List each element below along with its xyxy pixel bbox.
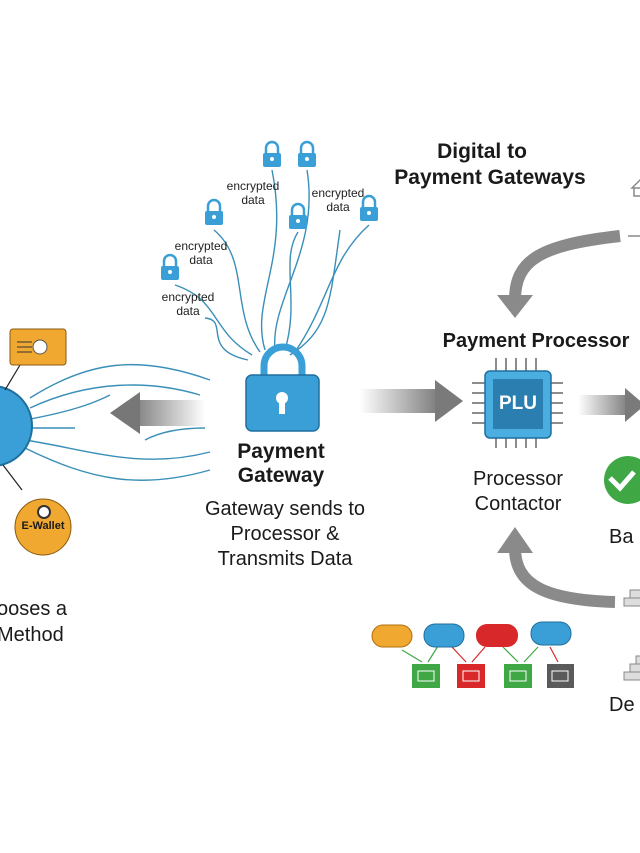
lock-icon: [296, 140, 318, 169]
bank-stack-icon: [623, 589, 640, 607]
bank-stack-icon: [623, 655, 640, 681]
lock-icon: [203, 198, 225, 227]
status-box-red: [457, 664, 485, 688]
method-pill-orange: [371, 624, 413, 648]
gateway-lock-icon: [245, 343, 320, 432]
bank-icon: [628, 178, 640, 237]
ewallet-icon: [14, 498, 72, 556]
status-box-green: [412, 664, 440, 688]
lock-icon: [287, 202, 309, 231]
status-box-green-2: [504, 664, 532, 688]
encrypted-data-streams: [174, 169, 370, 361]
check-icon: [604, 456, 640, 504]
method-pill-blue: [423, 623, 465, 648]
ewallet-label: E-Wallet: [21, 520, 65, 532]
lock-icon: [261, 140, 283, 169]
customer-icon: [0, 385, 33, 467]
payment-method-connectors: [401, 645, 559, 663]
arrow-methods-to-processor: [497, 527, 616, 608]
arrow-to-customer: [110, 392, 205, 434]
customer-flow-lines: [24, 363, 211, 481]
decline-label: De: [609, 694, 635, 716]
card-icon: [9, 328, 67, 366]
method-pill-blue-2: [530, 621, 572, 646]
chip-icon: [472, 358, 563, 448]
arrow-to-bank: [578, 388, 640, 422]
digital-title-1: Digital to: [437, 140, 527, 163]
arrow-digital-to-processor: [497, 230, 621, 318]
method-pill-red: [476, 624, 518, 647]
status-box-gray: [547, 664, 574, 688]
processor-title: Payment Processor: [442, 330, 630, 352]
digital-title-2: Payment Gateways: [394, 166, 586, 189]
bank-label: Ba: [609, 526, 634, 548]
arrow-to-processor: [360, 380, 463, 422]
chip-label: PLU: [499, 393, 537, 414]
